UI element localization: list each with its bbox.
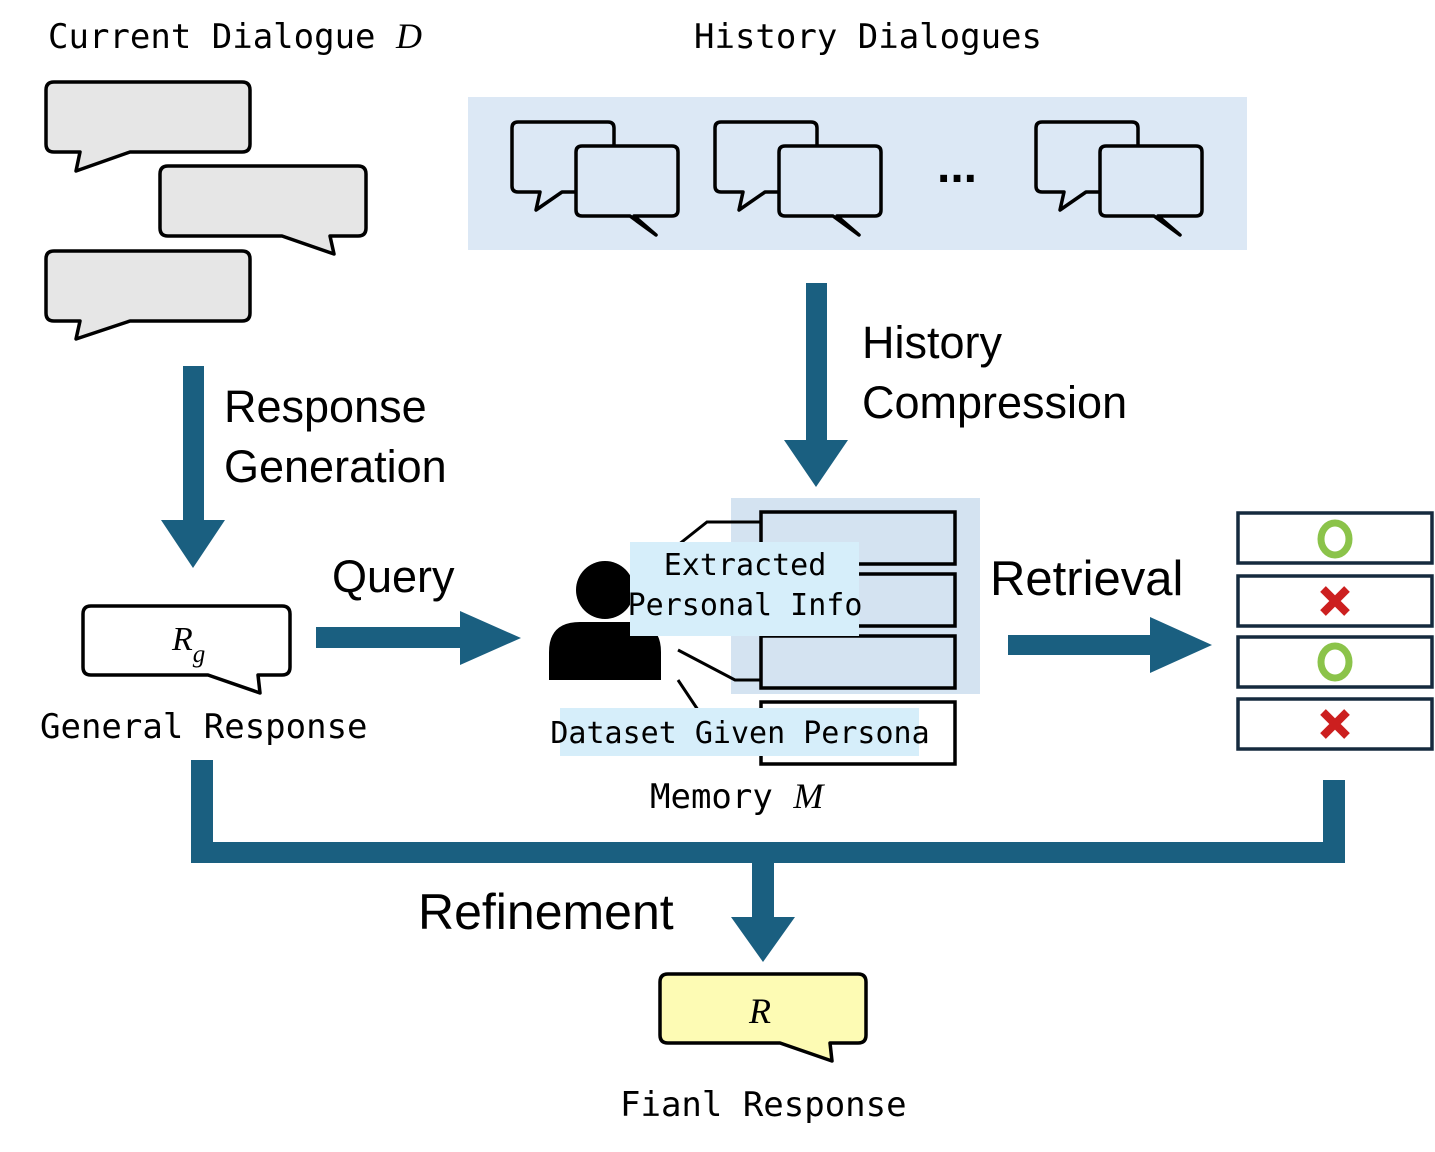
memory-slot-3 (759, 634, 957, 690)
history-bubble-pair-1 (510, 120, 680, 237)
response-generation-arrow (161, 366, 225, 568)
retrieval-slot-2 (1236, 574, 1434, 628)
general-response-symbol: Rg (171, 621, 205, 668)
history-bubble-pair-2 (713, 120, 883, 237)
match-circle-icon (1317, 519, 1353, 559)
current-dialogue-title: Current Dialogue D (48, 16, 422, 57)
history-compression-arrow (784, 283, 848, 487)
general-response-label: General Response (40, 707, 368, 747)
current-dialogue-bubbles (44, 80, 368, 341)
dialogue-bubble-3 (44, 249, 252, 341)
retrieval-marks (1317, 519, 1353, 739)
arrows (161, 283, 1345, 962)
refinement-label: Refinement (418, 884, 674, 940)
refinement-arrow (731, 862, 795, 962)
refinement-bracket (191, 760, 1345, 863)
final-response-bubble (658, 972, 868, 1063)
retrieval-arrow (1008, 617, 1212, 673)
memory-connectors (676, 520, 761, 711)
history-bubble-pairs (510, 120, 1204, 237)
history-ellipsis: ... (937, 140, 977, 193)
general-response-bubble (81, 604, 292, 695)
query-arrow (316, 611, 521, 665)
dialogue-bubble-2 (158, 164, 368, 256)
mismatch-cross-icon (1320, 709, 1350, 739)
final-response-label: Fianl Response (620, 1085, 907, 1125)
query-label: Query (332, 551, 455, 602)
dataset-persona-tag (560, 708, 919, 756)
mismatch-cross-icon (1320, 586, 1350, 616)
dialogue-bubble-1 (44, 80, 252, 173)
memory-label: Memory M (650, 776, 825, 817)
dataset-persona-label: Dataset Given Persona (550, 716, 929, 751)
person-icon (549, 561, 661, 680)
history-dialogues-title: History Dialogues (694, 17, 1042, 57)
retrieval-results (1236, 511, 1434, 751)
retrieval-label: Retrieval (990, 552, 1183, 606)
final-response-symbol: R (748, 991, 771, 1031)
match-circle-icon (1317, 642, 1353, 682)
extracted-info-tag (630, 542, 859, 636)
history-bubble-pair-3 (1034, 120, 1204, 237)
